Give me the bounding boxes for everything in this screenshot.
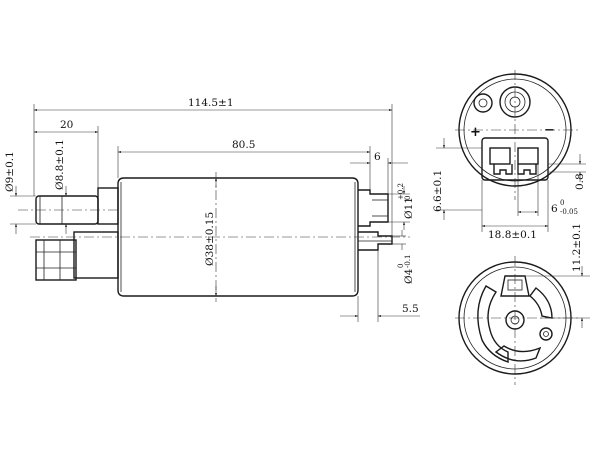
connector-height-label: 6.6±0.1 xyxy=(432,170,444,212)
outlet-diameter-label: Ø11 xyxy=(403,197,415,219)
inlet-diameter-outer-label: Ø9±0.1 xyxy=(4,151,16,192)
connector-key xyxy=(493,164,513,175)
body-length-label: 80.5 xyxy=(232,139,255,151)
terminal-width-label: 6 xyxy=(551,203,558,215)
terminal-pins xyxy=(358,231,393,251)
top-view-outlet-port xyxy=(499,86,531,118)
connector-width-label: 18.8±0.1 xyxy=(488,229,537,241)
inlet-end-cap xyxy=(97,187,119,225)
flow-slot-right xyxy=(529,287,553,319)
bottom-view-hole xyxy=(539,327,553,341)
terminal-left xyxy=(489,147,511,165)
body-diameter-label: Ø38±0.15 xyxy=(204,212,216,266)
outlet-length-label: 6 xyxy=(374,151,381,163)
flow-slot-bottom xyxy=(494,345,542,362)
filter-plug xyxy=(35,239,77,281)
minus-symbol: − xyxy=(544,123,555,138)
outlet-diameter-tol-lower: 0 xyxy=(404,196,412,200)
side-view: 114.5±1 20 80.5 6 Ø9±0.1 Ø8.8±0.1 Ø38±0.… xyxy=(4,97,420,322)
inlet-length-label: 20 xyxy=(60,119,73,131)
flow-slot-left xyxy=(477,285,509,363)
outlet-fitting xyxy=(358,189,389,227)
pin-diameter-label: Ø4 xyxy=(403,268,415,284)
outlet-diameter-tol-upper: +0.2 xyxy=(397,183,405,200)
top-view: + − 6.6±0.1 18.8±0.1 6 0 -0.05 0 xyxy=(432,70,586,241)
inlet-offset-label: 11.2±0.1 xyxy=(571,223,583,272)
plus-symbol: + xyxy=(470,125,481,140)
terminal-thickness-label: 0.8 xyxy=(574,173,586,190)
filter-block xyxy=(73,231,119,279)
terminal-width-tol-lower: -0.05 xyxy=(560,208,578,216)
overall-length-label: 114.5±1 xyxy=(188,97,234,109)
bottom-view: 11.2±0.1 xyxy=(455,223,590,385)
pin-diameter-tol-upper: 0 xyxy=(397,264,405,268)
terminal-right xyxy=(517,147,539,165)
top-view-vent xyxy=(473,93,493,113)
pump-body xyxy=(117,177,359,297)
inlet-socket xyxy=(500,275,530,297)
inlet-diameter-inner-label: Ø8.8±0.1 xyxy=(54,139,66,190)
pin-offset-label: 5.5 xyxy=(402,303,419,315)
terminal-width-tol-upper: 0 xyxy=(560,199,564,207)
pin-diameter-tol-lower: -0.1 xyxy=(404,255,412,269)
